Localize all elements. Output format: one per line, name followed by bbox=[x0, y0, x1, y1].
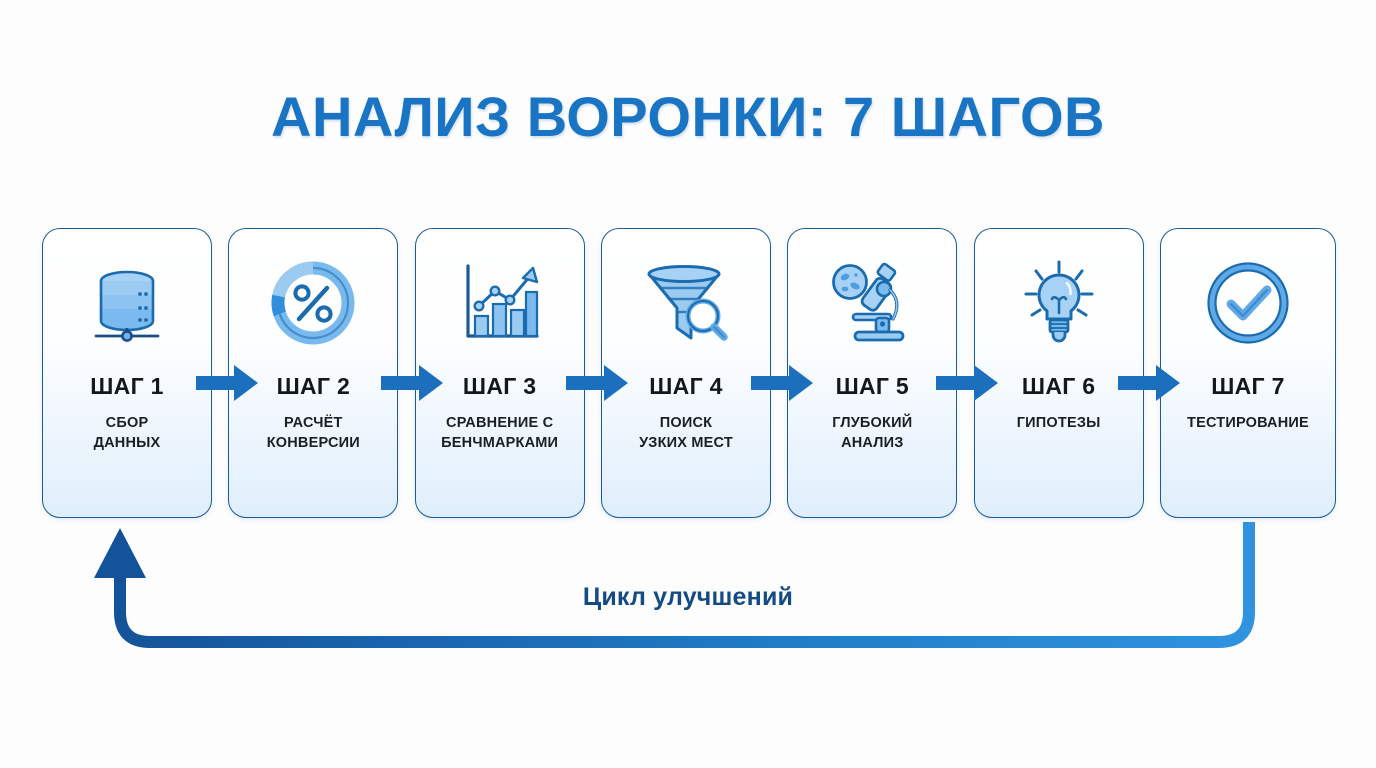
feedback-loop-label: Цикл улучшений bbox=[582, 583, 794, 611]
connector-arrow-3 bbox=[566, 363, 630, 403]
step-number-4: ШАГ 4 bbox=[649, 373, 723, 399]
step-number-7: ШАГ 7 bbox=[1211, 373, 1285, 399]
microscope-icon bbox=[824, 255, 920, 351]
step-desc-6: ГИПОТЕЗЫ bbox=[1016, 415, 1101, 431]
step-number-6: ШАГ 6 bbox=[1021, 373, 1096, 399]
step-desc-3: СРАВНЕНИЕ С БЕНЧМАРКАМИ bbox=[441, 415, 559, 451]
connector-arrow-2 bbox=[381, 363, 445, 403]
step-card-6[interactable]: ШАГ 6 ГИПОТЕЗЫ bbox=[973, 228, 1144, 518]
step-number-1: ШАГ 1 bbox=[90, 373, 164, 399]
steps-row: ШАГ 1 СБОР ДАННЫХ ШАГ 2 РАСЧЁТ КОНВЕРСИИ bbox=[42, 228, 1336, 518]
step-number-5: ШАГ 5 bbox=[835, 373, 910, 399]
step-card-1[interactable]: ШАГ 1 СБОР ДАННЫХ bbox=[42, 228, 212, 518]
page-title: АНАЛИЗ ВОРОНКИ: 7 ШАГОВ bbox=[271, 85, 1105, 148]
connector-arrow-1 bbox=[196, 363, 260, 403]
bar-chart-trend-icon bbox=[452, 255, 548, 351]
database-icon bbox=[79, 255, 175, 351]
step-desc-1: СБОР ДАННЫХ bbox=[93, 415, 161, 451]
funnel-magnifier-icon bbox=[638, 255, 734, 351]
step-desc-5: ГЛУБОКИЙ АНАЛИЗ bbox=[832, 415, 913, 451]
lightbulb-icon bbox=[1011, 255, 1107, 351]
step-card-3[interactable]: ШАГ 3 СРАВНЕНИЕ С БЕНЧМАРКАМИ bbox=[414, 228, 585, 518]
step-card-2[interactable]: ШАГ 2 РАСЧЁТ КОНВЕРСИИ bbox=[228, 228, 399, 518]
step-number-2: ШАГ 2 bbox=[276, 373, 351, 399]
check-circle-icon bbox=[1200, 255, 1296, 351]
step-desc-7: ТЕСТИРОВАНИЕ bbox=[1187, 415, 1309, 431]
step-desc-2: РАСЧЁТ КОНВЕРСИИ bbox=[266, 415, 360, 451]
step-number-3: ШАГ 3 bbox=[462, 373, 537, 399]
connector-arrow-5 bbox=[936, 363, 1000, 403]
donut-percent-icon bbox=[265, 255, 361, 351]
connector-arrow-6 bbox=[1118, 363, 1182, 403]
step-card-5[interactable]: ШАГ 5 ГЛУБОКИЙ АНАЛИЗ bbox=[787, 228, 958, 518]
step-desc-4: ПОИСК УЗКИХ МЕСТ bbox=[639, 415, 733, 451]
step-card-7[interactable]: ШАГ 7 ТЕСТИРОВАНИЕ bbox=[1159, 228, 1336, 518]
step-card-4[interactable]: ШАГ 4 ПОИСК УЗКИХ МЕСТ bbox=[600, 228, 771, 518]
connector-arrow-4 bbox=[751, 363, 815, 403]
